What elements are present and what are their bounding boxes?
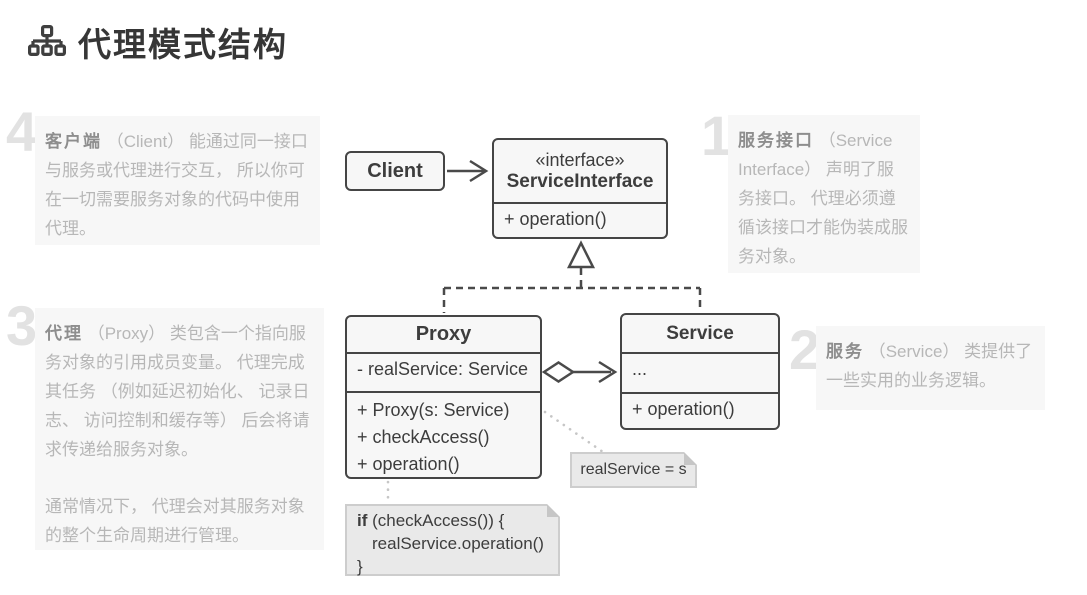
aggregation-proxy-service <box>541 360 618 384</box>
uml-class-service: Service ... + operation() <box>620 313 780 430</box>
realization-dashed-lines <box>442 268 702 313</box>
annotation-client: 客户端 （Client） 能通过同一接口与服务或代理进行交互， 所以你可在一切需… <box>35 116 320 245</box>
annotation-text: （Client） 能通过同一接口与服务或代理进行交互， 所以你可在一切需要服务对… <box>45 132 308 238</box>
annotation-text: （Service Interface） 声明了服务接口。 代理必须遵循该接口才能… <box>738 131 908 266</box>
proxy-method-constructor: + Proxy(s: Service) <box>357 400 510 420</box>
annotation-text-2: 通常情况下， 代理会对其服务对象的整个生命周期进行管理。 <box>45 497 305 545</box>
annotation-proxy: 代理 （Proxy） 类包含一个指向服务对象的引用成员变量。 代理完成其任务 （… <box>35 308 324 550</box>
service-method: + operation() <box>622 392 778 426</box>
annotation-lead: 服务接口 <box>738 131 814 150</box>
proxy-title: Proxy <box>415 323 472 345</box>
realization-triangle <box>566 240 596 269</box>
page-header: 代理模式结构 <box>28 18 288 66</box>
interface-method: + operation() <box>494 202 666 236</box>
note-fold-corner <box>547 504 560 517</box>
annotation-service-interface: 服务接口 （Service Interface） 声明了服务接口。 代理必须遵循… <box>728 115 920 273</box>
annotation-number-3: 3 <box>6 294 38 357</box>
uml-interface-serviceinterface: «interface» ServiceInterface + operation… <box>492 138 668 239</box>
note-fold-corner <box>684 452 697 465</box>
uml-class-client: Client <box>345 151 445 191</box>
proxy-method-checkaccess: + checkAccess() <box>357 427 490 447</box>
annotation-number-4: 4 <box>6 100 38 163</box>
annotation-number-1: 1 <box>701 104 733 167</box>
code-body-line: realService.operation() <box>372 534 544 553</box>
org-chart-icon <box>28 25 66 59</box>
note-operation-code: if (checkAccess()) { realService.operati… <box>345 504 560 576</box>
interface-stereotype: «interface» <box>535 149 625 170</box>
annotation-number-2: 2 <box>789 318 821 381</box>
annotation-service: 服务 （Service） 类提供了一些实用的业务逻辑。 <box>816 326 1045 410</box>
note-realservice-assignment: realService = s <box>570 452 697 488</box>
proxy-attribute: - realService: Service <box>347 352 540 391</box>
annotation-text: （Proxy） 类包含一个指向服务对象的引用成员变量。 代理完成其任务 （例如延… <box>45 324 310 459</box>
annotation-text: （Service） 类提供了一些实用的业务逻辑。 <box>826 342 1033 390</box>
service-title: Service <box>666 322 734 344</box>
page-title: 代理模式结构 <box>78 26 288 63</box>
service-attribute: ... <box>622 352 778 392</box>
annotation-lead: 代理 <box>45 324 83 343</box>
annotation-lead: 服务 <box>826 342 864 361</box>
uml-class-proxy: Proxy - realService: Service + Proxy(s: … <box>345 315 542 479</box>
code-closing-brace: } <box>357 557 363 576</box>
proxy-method-operation: + operation() <box>357 454 460 474</box>
annotation-lead: 客户端 <box>45 132 102 151</box>
interface-title: ServiceInterface <box>506 170 654 192</box>
association-client-interface <box>447 159 489 183</box>
code-keyword: if <box>357 511 368 530</box>
